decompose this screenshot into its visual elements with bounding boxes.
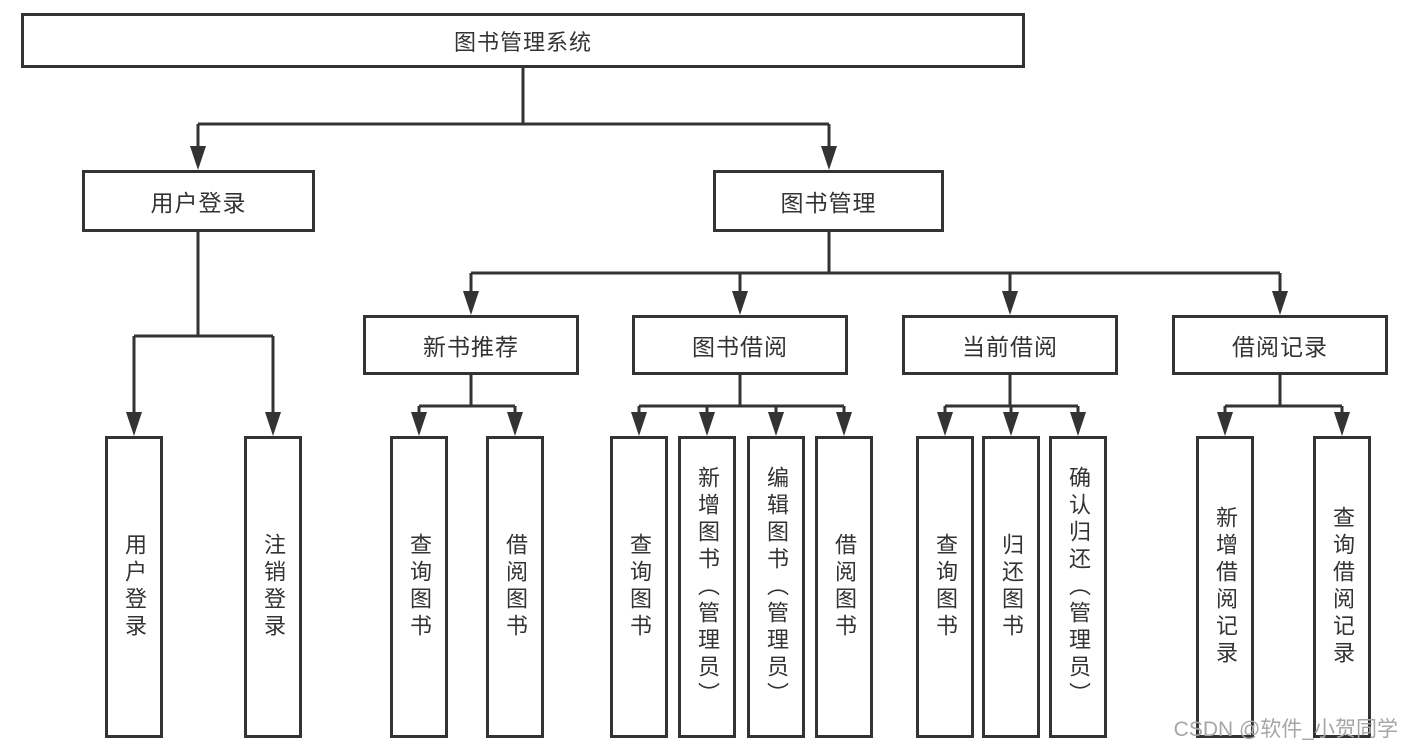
leaf-user-login: 用户登录 (105, 436, 163, 738)
node-user-login-label: 用户登录 (150, 190, 247, 216)
node-new-book-recommend: 新书推荐 (363, 315, 579, 375)
leaf-borrow-books-recommend-label: 借阅图书 (503, 533, 528, 641)
leaf-add-books-admin-label: 新增图书（管理员） (695, 465, 720, 709)
node-borrow-records: 借阅记录 (1172, 315, 1388, 375)
leaf-query-books-current: 查询图书 (916, 436, 974, 738)
leaf-add-books-admin: 新增图书（管理员） (678, 436, 736, 738)
leaf-query-books-recommend-label: 查询图书 (407, 533, 432, 641)
arrowheads (126, 146, 1350, 436)
leaf-query-books-borrow-label: 查询图书 (627, 533, 652, 641)
node-user-login: 用户登录 (82, 170, 315, 232)
node-borrow-records-label: 借阅记录 (1232, 334, 1328, 360)
node-book-management-label: 图书管理 (780, 190, 877, 216)
leaf-borrow-books-recommend: 借阅图书 (486, 436, 544, 738)
node-library-system-label: 图书管理系统 (453, 29, 592, 55)
node-book-borrow: 图书借阅 (632, 315, 848, 375)
leaf-borrow-books-label: 借阅图书 (832, 533, 857, 641)
csdn-watermark: CSDN @软件_小贺同学 (1173, 718, 1398, 741)
node-library-system: 图书管理系统 (21, 13, 1025, 68)
leaf-query-books-borrow: 查询图书 (610, 436, 668, 738)
leaf-logout-label: 注销登录 (261, 533, 286, 641)
leaf-return-books-label: 归还图书 (999, 533, 1024, 641)
node-book-borrow-label: 图书借阅 (692, 334, 788, 360)
leaf-borrow-books: 借阅图书 (815, 436, 873, 738)
leaf-add-borrow-record: 新增借阅记录 (1196, 436, 1254, 738)
node-book-management: 图书管理 (713, 170, 944, 232)
leaf-user-login-label: 用户登录 (122, 533, 147, 641)
leaf-add-borrow-record-label: 新增借阅记录 (1213, 506, 1238, 668)
leaf-query-books-current-label: 查询图书 (933, 533, 958, 641)
leaf-return-books: 归还图书 (982, 436, 1040, 738)
leaf-confirm-return-admin: 确认归还（管理员） (1049, 436, 1107, 738)
leaf-edit-books-admin-label: 编辑图书（管理员） (764, 465, 789, 709)
leaf-logout: 注销登录 (244, 436, 302, 738)
leaf-query-books-recommend: 查询图书 (390, 436, 448, 738)
node-current-borrow-label: 当前借阅 (962, 334, 1058, 360)
leaf-confirm-return-admin-label: 确认归还（管理员） (1066, 465, 1091, 709)
leaf-edit-books-admin: 编辑图书（管理员） (747, 436, 805, 738)
node-new-book-recommend-label: 新书推荐 (423, 334, 519, 360)
leaf-query-borrow-record-label: 查询借阅记录 (1330, 506, 1355, 668)
leaf-query-borrow-record: 查询借阅记录 (1313, 436, 1371, 738)
node-current-borrow: 当前借阅 (902, 315, 1118, 375)
